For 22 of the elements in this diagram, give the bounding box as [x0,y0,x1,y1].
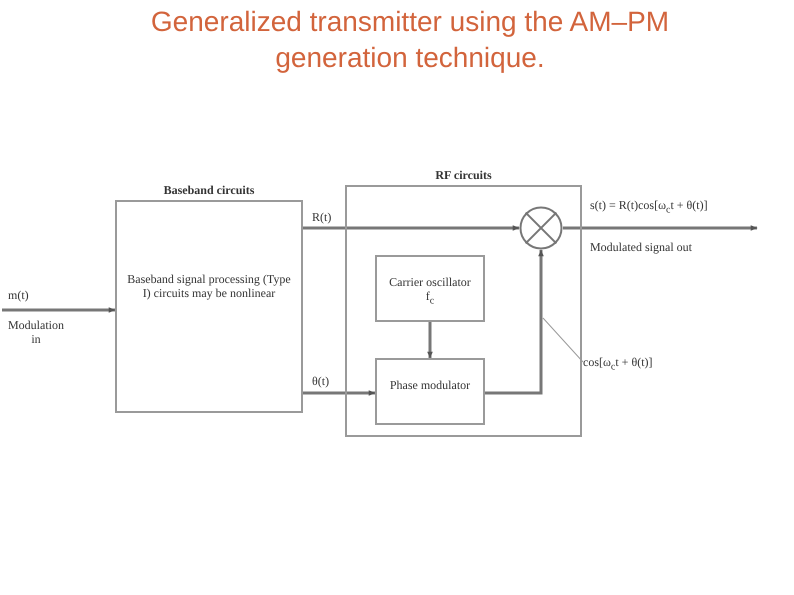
modulator-block [375,358,485,425]
block-text: Baseband signal processing (Type I) circuits may be nonlinear [126,272,292,300]
edge-label: R(t) [312,210,332,225]
signal-label: Modulated signal out [590,240,692,254]
oscillator-block [375,255,485,322]
block-heading: RF circuits [434,168,493,182]
arrow [485,249,544,394]
block-text: Carrier oscillator f$_{c}$ [388,275,472,308]
arrow [303,225,520,231]
diagram-title: Generalized transmitter using the AM–PM generation technique. [150,5,670,75]
edge-label: θ(t) [312,374,330,389]
arrow [427,322,433,359]
signal-label: Modulation in [7,318,65,346]
leader-line [542,318,584,362]
arrow [2,307,116,313]
annotation-text: cos[ω$_{c}$t + θ(t)] [583,355,713,375]
arrow [563,225,758,231]
edge-label: m(t) [8,288,29,303]
edge-label: s(t) = R(t)cos[ω$_{c}$t + θ(t)] [590,198,708,216]
arrow [303,390,376,396]
block-text: Phase modulator [388,378,472,392]
block-heading: Baseband circuits [162,183,256,197]
